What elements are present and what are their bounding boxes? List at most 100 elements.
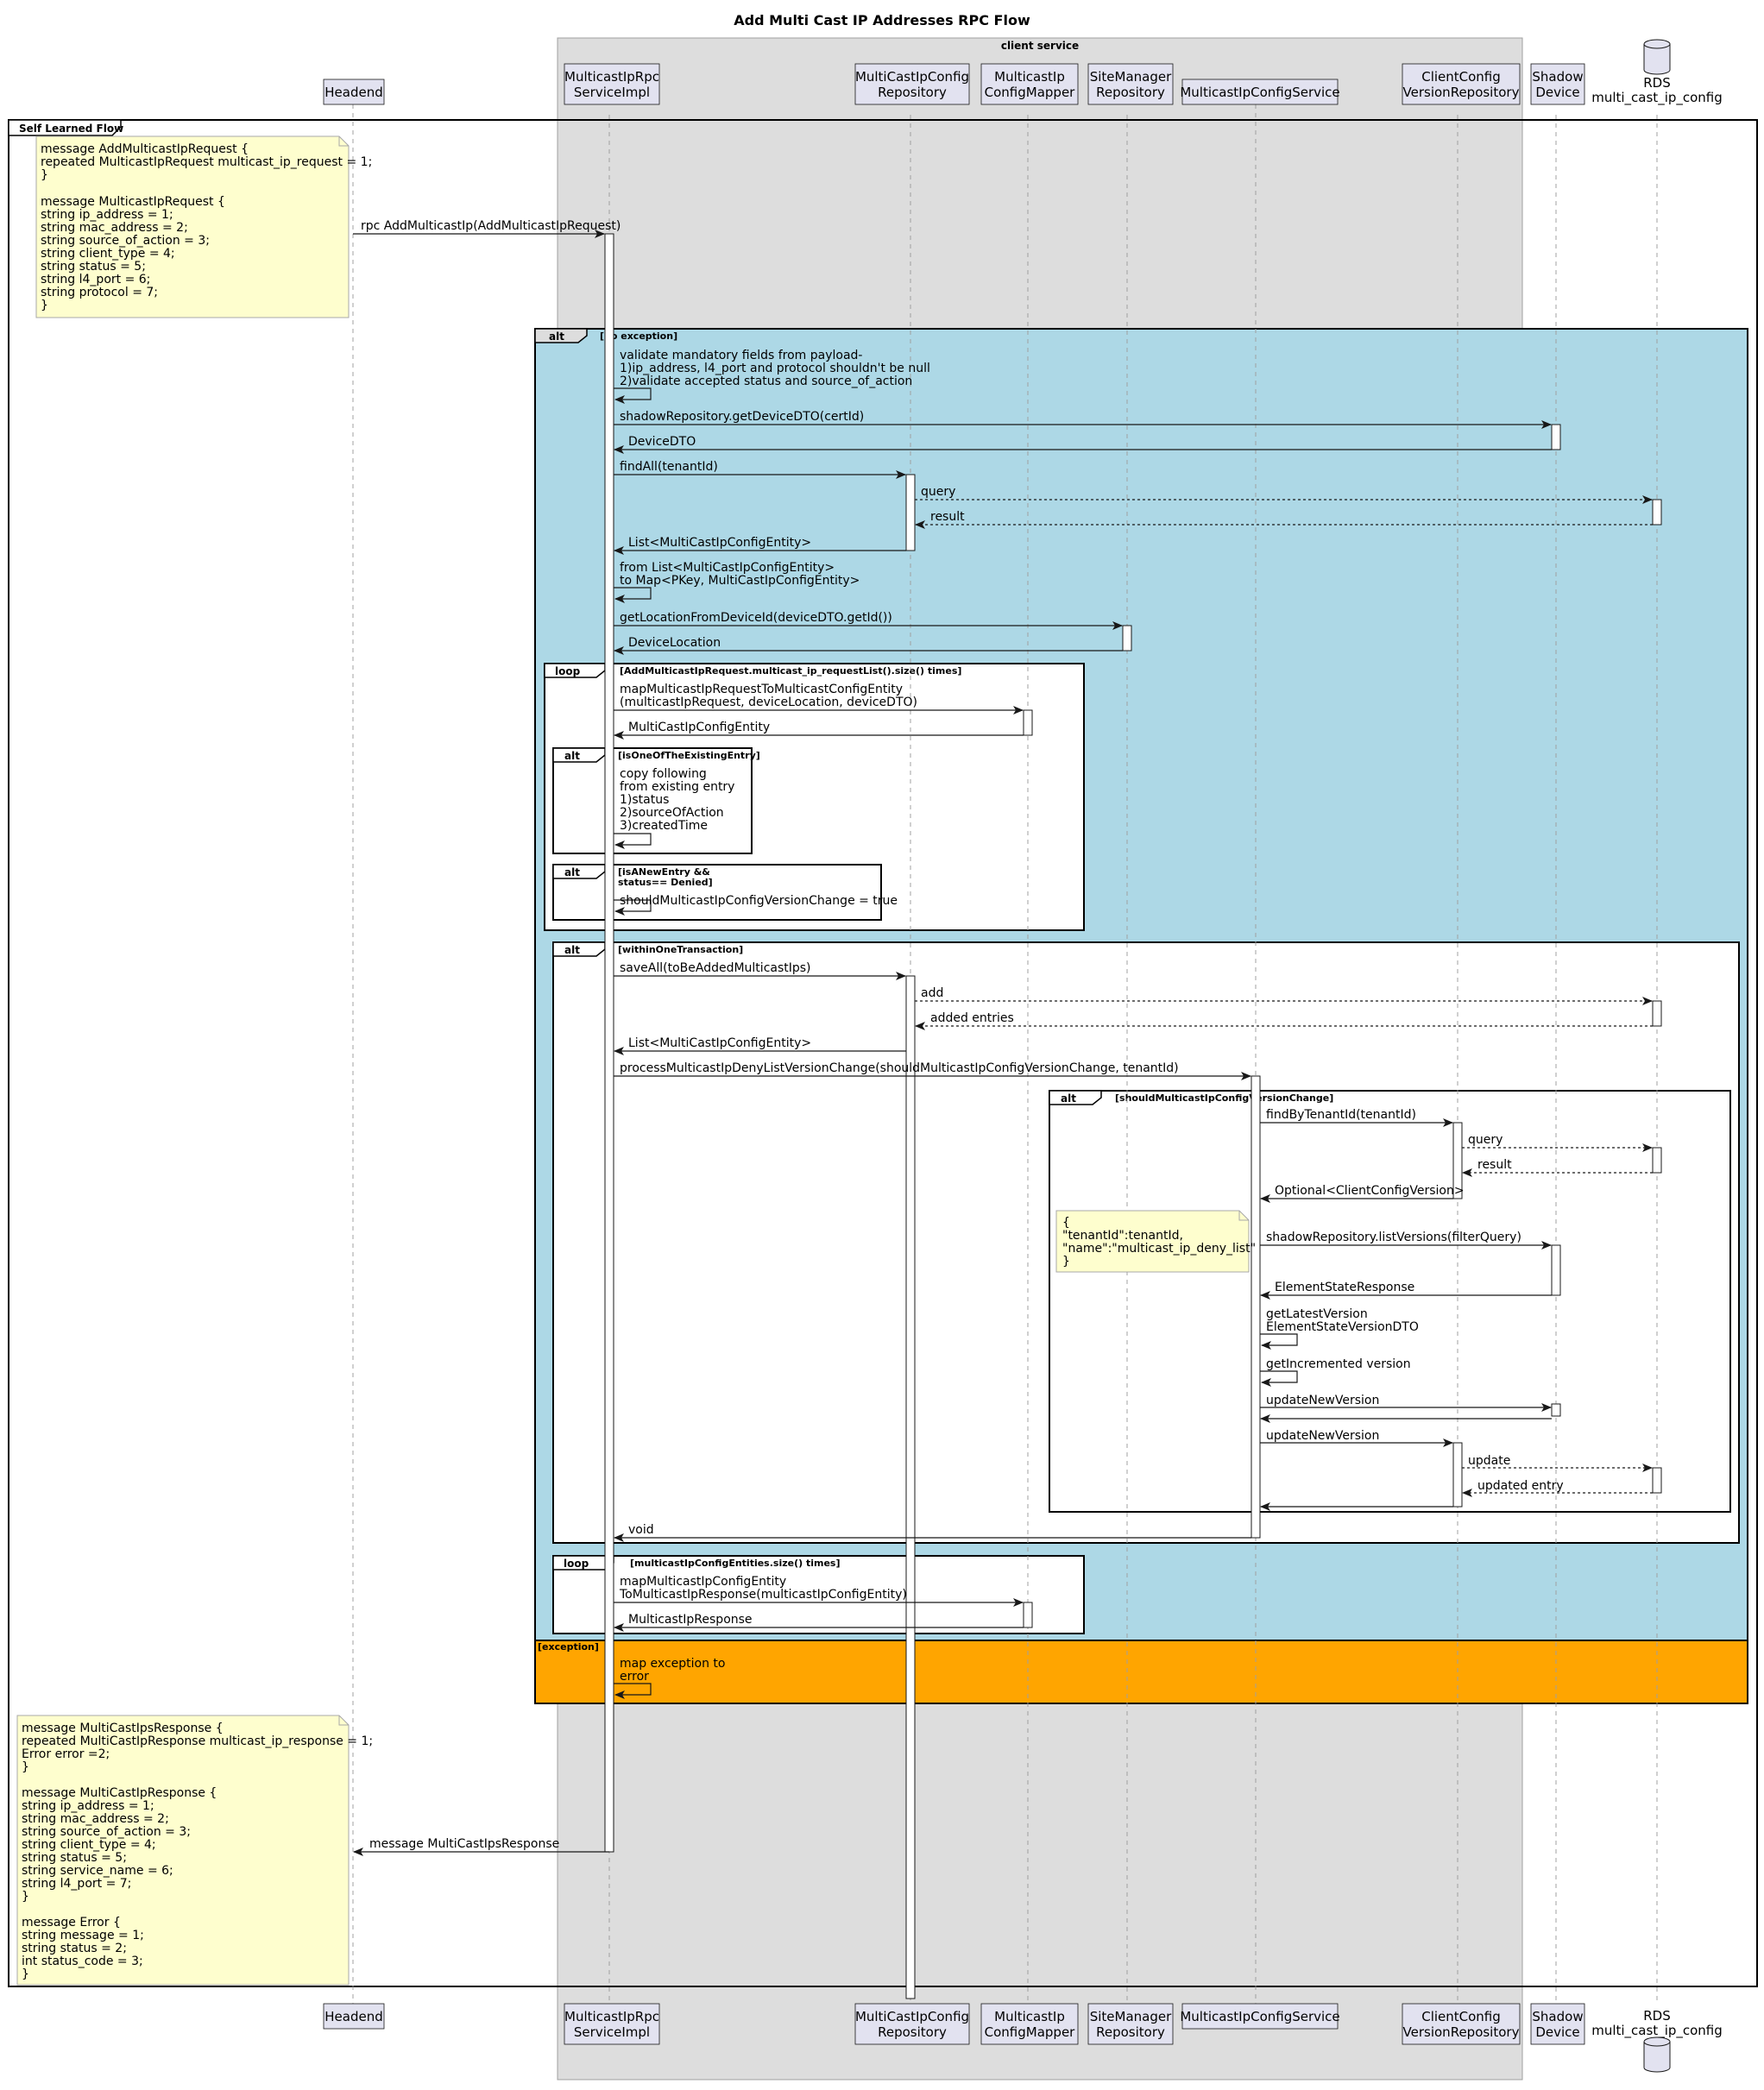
message-label: List<MultiCastIpConfigEntity> [628, 1036, 811, 1050]
participant-label: MulticastIpRpc [564, 2009, 659, 2024]
participant-label: RDS [1643, 75, 1671, 91]
request-note-line: string mac_address = 2; [41, 221, 188, 235]
participant-rpc-service: MulticastIpRpc ServiceImpl [564, 2003, 660, 2045]
alt-new-guard-2: status== Denied] [618, 877, 713, 888]
alt-kw-main: alt [549, 330, 564, 343]
filter-query-note: { "tenantId":tenantId, "name":"multicast… [1055, 1210, 1256, 1273]
participant-label: Shadow [1532, 2009, 1583, 2024]
loop-requests-guard: [AddMulticastIpRequest.multicast_ip_requ… [620, 665, 961, 677]
request-note-line: message MulticastIpRequest { [41, 195, 225, 209]
response-note-line: string service_name = 6; [22, 1864, 173, 1878]
message-label: DeviceDTO [628, 435, 696, 449]
participant-label: MulticastIpConfigService [1180, 85, 1339, 100]
participant-label: ServiceImpl [574, 85, 650, 100]
self-message-arrow [614, 833, 652, 849]
message-label: shouldMulticastIpConfigVersionChange = t… [620, 894, 898, 908]
request-note-line: } [41, 299, 48, 312]
response-note-line: message MultiCastIpsResponse { [22, 1722, 224, 1735]
loop-entities-frame: loop [multicastIpConfigEntities.size() t… [552, 1555, 1085, 1634]
message-label: findAll(tenantId) [620, 460, 718, 474]
filter-note-line: "tenantId":tenantId, [1062, 1229, 1183, 1243]
response-note-line: string client_type = 4; [22, 1838, 156, 1852]
message-label: getLocationFromDeviceId(deviceDTO.getId(… [620, 611, 892, 625]
alt-version-frame: alt [shouldMulticastIpConfigVersionChang… [1049, 1090, 1731, 1513]
participant-label: ClientConfig [1421, 69, 1501, 85]
participants-top: Headend MulticastIpRpc ServiceImpl Multi… [323, 39, 1723, 106]
message-label: query [1468, 1133, 1503, 1147]
message-label: processMulticastIpDenyListVersionChange(… [620, 1061, 1179, 1075]
participants-bottom: Headend MulticastIpRpc ServiceImpl Multi… [323, 2003, 1723, 2073]
activation-bars [604, 233, 1662, 1999]
request-note-line: string client_type = 4; [41, 247, 175, 261]
self-message-arrow [614, 1683, 652, 1699]
message-label: findByTenantId(tenantId) [1266, 1108, 1416, 1122]
message-label: map exception to [620, 1657, 725, 1671]
response-note-line: } [22, 1760, 29, 1774]
filter-note-line: } [1062, 1255, 1070, 1268]
alt-new-entry-frame: alt [isANewEntry && status== Denied] [552, 864, 882, 921]
message-label: to Map<PKey, MultiCastIpConfigEntity> [620, 574, 860, 588]
participant-headend: Headend [323, 2003, 385, 2030]
self-message-arrow [1260, 1370, 1298, 1387]
alt-kw-tx: alt [564, 944, 580, 956]
request-note-line: string source_of_action = 3; [41, 234, 210, 248]
message-label: updateNewVersion [1266, 1429, 1379, 1443]
alt-existing-guard: [isOneOfTheExistingEntry] [618, 750, 760, 761]
message-label: 1)status [620, 793, 669, 807]
filter-note-line: { [1062, 1216, 1070, 1230]
participant-site-manager: SiteManager Repository [1087, 2003, 1174, 2045]
response-note-line: message Error { [22, 1916, 121, 1929]
participant-label: SiteManager [1090, 69, 1172, 85]
response-note-line: string message = 1; [22, 1929, 144, 1942]
message-label: update [1468, 1454, 1510, 1468]
alt-existing-frame: alt [isOneOfTheExistingEntry] [552, 747, 760, 854]
participant-label: Repository [878, 2024, 947, 2040]
loop-kw-2: loop [564, 1558, 589, 1570]
request-note-line: repeated MulticastIpRequest multicast_ip… [41, 155, 372, 169]
participant-config-repository: MultiCastIpConfig Repository [854, 2003, 970, 2045]
response-note-line: message MultiCastIpResponse { [22, 1786, 217, 1800]
client-service-label: client service [1001, 40, 1079, 52]
self-learned-label: Self Learned Flow [19, 123, 123, 135]
alt-kw-existing: alt [564, 750, 580, 762]
message-label: Optional<ClientConfigVersion> [1275, 1184, 1465, 1198]
participant-shadow-device: Shadow Device [1530, 63, 1585, 105]
message-label: query [921, 485, 955, 499]
message-label: error [620, 1670, 649, 1684]
participant-label: VersionRepository [1403, 85, 1520, 100]
participant-label: SiteManager [1090, 2009, 1172, 2024]
message-label: shadowRepository.getDeviceDTO(certId) [620, 410, 864, 424]
participant-config-repository: MultiCastIpConfig Repository [854, 63, 970, 105]
message-label: 3)createdTime [620, 819, 708, 833]
request-note-line: } [41, 168, 48, 182]
alt-kw-new: alt [564, 866, 580, 878]
exception-section [534, 1640, 1748, 1704]
message-label: added entries [930, 1011, 1014, 1025]
request-note: message AddMulticastIpRequest { repeated… [35, 135, 372, 318]
participant-label: Repository [878, 85, 947, 100]
participant-label: MulticastIpRpc [564, 69, 659, 85]
participant-label: Device [1535, 85, 1579, 100]
exception-guard: [exception] [538, 1641, 599, 1652]
response-note-line: } [22, 1890, 29, 1904]
message-label: (multicastIpRequest, deviceLocation, dev… [620, 696, 917, 709]
message-label: from List<MultiCastIpConfigEntity> [620, 561, 835, 575]
participant-rpc-service: MulticastIpRpc ServiceImpl [564, 63, 660, 105]
message-label: updated entry [1477, 1479, 1564, 1493]
alt-no-exception-guard: [no exception] [600, 330, 677, 342]
message-label: MulticastIpResponse [628, 1613, 753, 1627]
message-label: add [921, 986, 943, 1000]
response-note-line: string ip_address = 1; [22, 1799, 154, 1813]
participant-label: multi_cast_ip_config [1591, 2023, 1723, 2039]
self-message-arrow [1260, 1333, 1298, 1350]
message-label: mapMulticastIpRequestToMulticastConfigEn… [620, 683, 903, 696]
message-label: message MultiCastIpsResponse [369, 1837, 559, 1851]
message-label: 1)ip_address, l4_port and protocol shoul… [620, 362, 930, 375]
message-label: void [628, 1523, 654, 1537]
message-label: validate mandatory fields from payload- [620, 349, 862, 362]
participant-rds-database: RDS multi_cast_ip_config [1591, 2008, 1723, 2073]
request-note-line: string protocol = 7; [41, 286, 158, 299]
participant-label: MultiCastIpConfig [855, 2009, 969, 2024]
request-note-line: string ip_address = 1; [41, 208, 173, 222]
